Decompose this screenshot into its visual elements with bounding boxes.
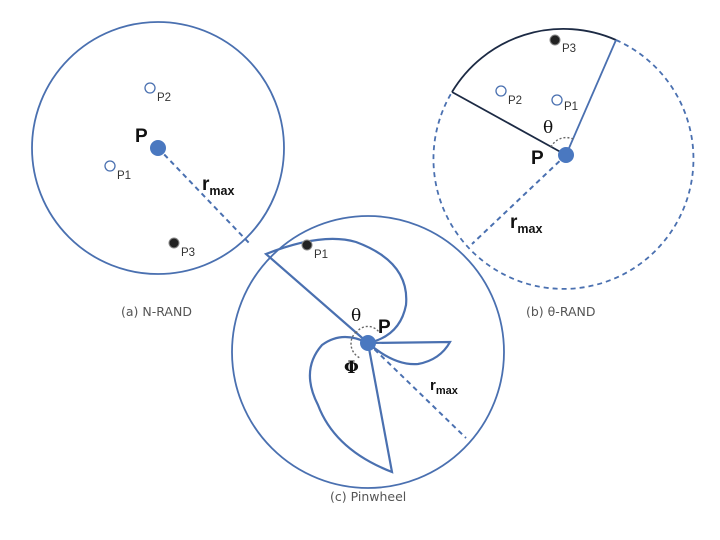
panel-c-phi-label: Φ [344, 358, 359, 378]
panel-b-center-point [558, 147, 574, 163]
panel-b-theta-label: θ [543, 118, 553, 138]
panel-b-point-p2-label: P2 [508, 95, 522, 107]
panel-b-sector-edge-left [451, 91, 567, 156]
panel-c-blade-lower [308, 335, 394, 474]
panel-b-sector-edge-right [565, 39, 617, 156]
panel-c-blade-right [367, 340, 452, 366]
panel-c-pinwheel: P θ Φ P1 rmax (c) Pinwheel [231, 215, 505, 504]
panel-b-center-label: P [531, 148, 544, 169]
panel-b-point-p1-label: P1 [564, 101, 578, 113]
panel-a-n-rand: P P2 P1 P3 rmax (a) N-RAND [31, 21, 285, 319]
panel-c-rmax-label: rmax [430, 377, 459, 397]
panel-a-boundary-circle [31, 21, 285, 275]
panel-c-point-p1-label: P1 [314, 249, 328, 261]
panel-a-center-point [150, 140, 166, 156]
panel-b-rmax-label: rmax [510, 212, 542, 236]
panel-b-angle-arc [550, 136, 574, 148]
panel-b-point-p3-label: P3 [562, 43, 576, 55]
panel-b-theta-rand: P θ P3 P2 P1 rmax (b) θ-RAND [432, 28, 695, 319]
panel-c-boundary-circle [231, 215, 505, 489]
panel-b-point-p2-marker [495, 85, 507, 97]
panel-b-point-p1-marker [551, 94, 563, 106]
panel-a-point-p2-marker [144, 82, 156, 94]
panel-a-point-p3-label: P3 [181, 247, 195, 259]
panel-b-sector-arc [451, 28, 617, 93]
panel-c-theta-label: θ [351, 306, 361, 326]
panel-c-theta-arc [355, 325, 380, 334]
panel-c-point-p1-marker [301, 239, 313, 251]
panel-c-center-point [360, 335, 376, 351]
panel-a-point-p1-marker [104, 160, 116, 172]
panel-c-radius-line [367, 342, 467, 439]
panel-b-radius-line [471, 154, 567, 245]
panel-c-caption: (c) Pinwheel [330, 489, 406, 504]
panel-a-caption: (a) N-RAND [121, 304, 192, 319]
panel-a-point-p1-label: P1 [117, 170, 131, 182]
panel-a-radius-line [157, 147, 251, 245]
panel-b-caption: (b) θ-RAND [526, 304, 596, 319]
panel-a-point-p2-label: P2 [157, 92, 171, 104]
panel-c-center-label: P [378, 317, 391, 338]
panel-a-rmax-label: rmax [202, 174, 234, 198]
panel-b-point-p3-marker [549, 34, 561, 46]
panel-a-point-p3-marker [168, 237, 180, 249]
panel-b-dashed-arc [432, 39, 695, 290]
panel-a-center-label: P [135, 126, 148, 147]
